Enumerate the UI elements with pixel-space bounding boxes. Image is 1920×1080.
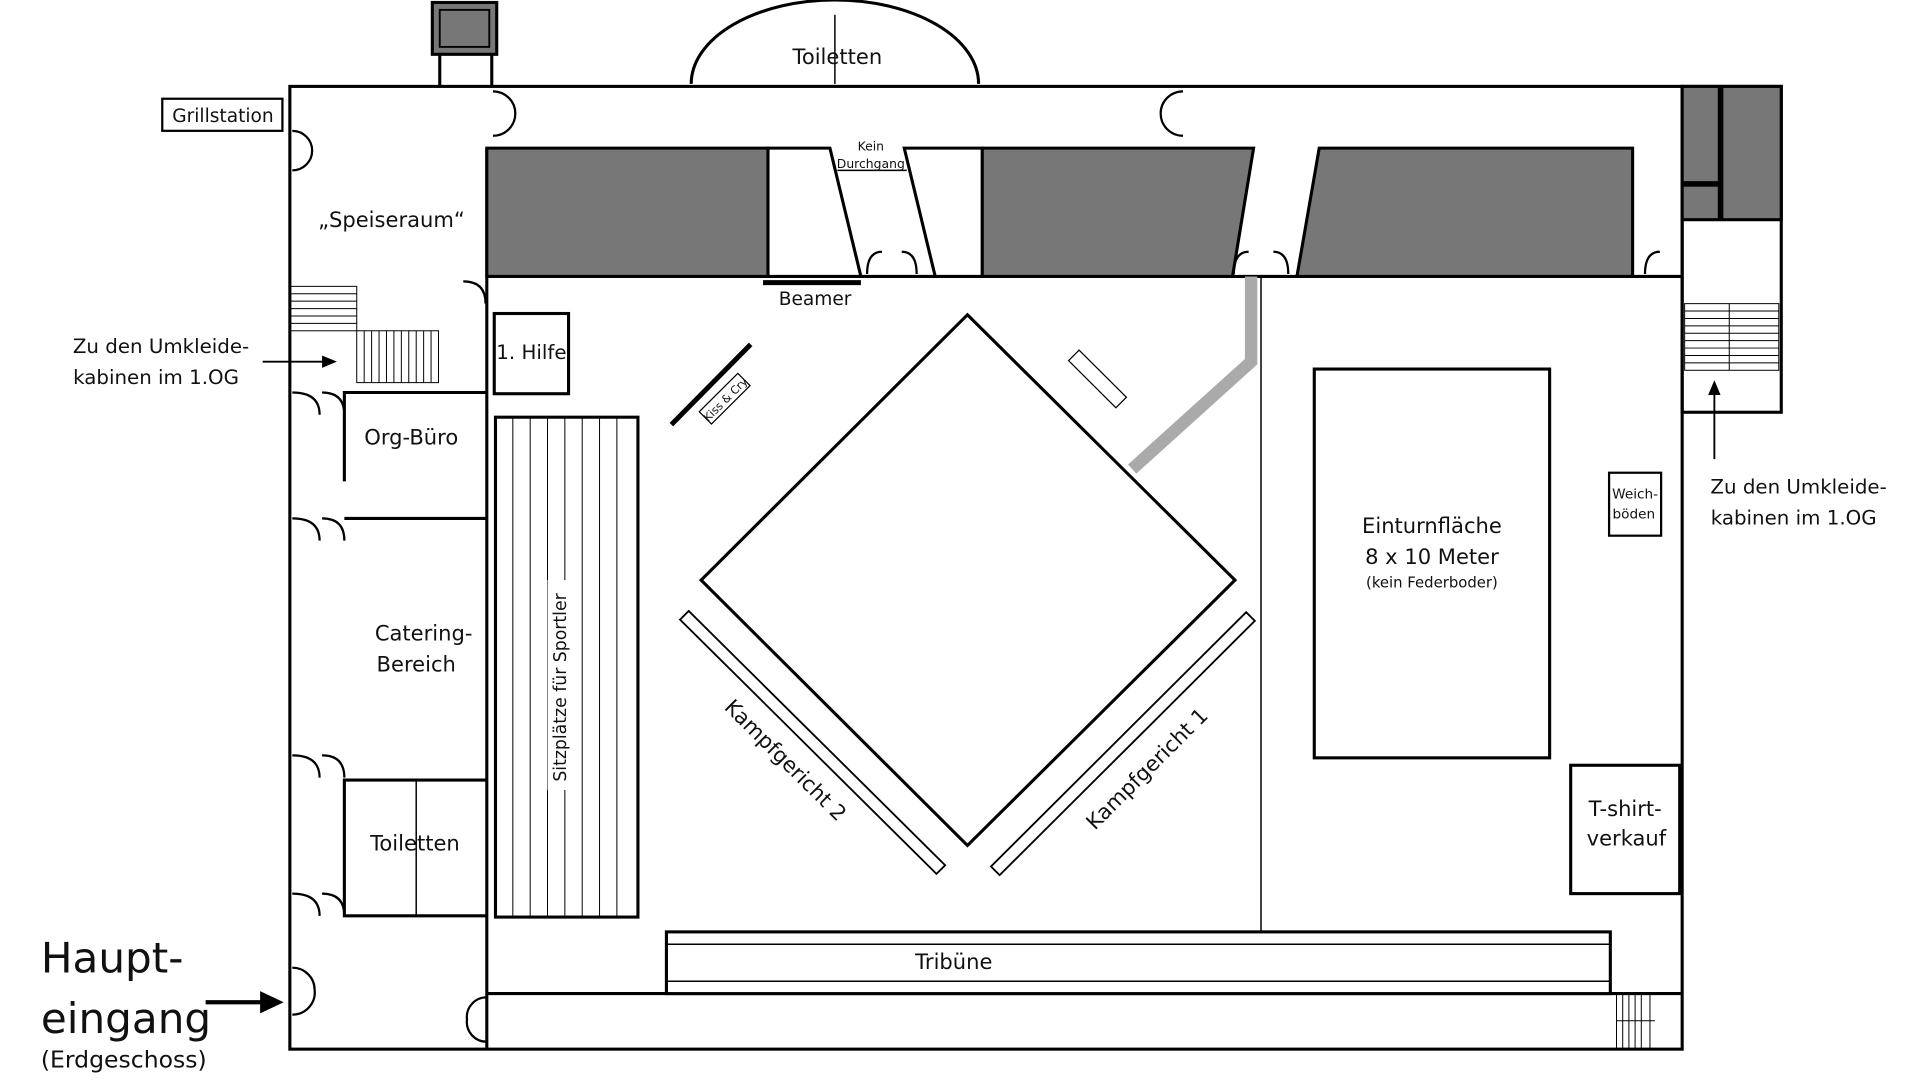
grandstand-label: Tribüne bbox=[914, 949, 992, 974]
arrow-right-icon bbox=[322, 355, 337, 368]
toilets-left-label: Toiletten bbox=[369, 830, 460, 855]
toilets-top: Toiletten bbox=[689, 0, 981, 84]
tshirt-label-2: verkauf bbox=[1587, 826, 1667, 851]
competition-floor bbox=[698, 312, 1238, 848]
athlete-seating: Sitzplätze für Sportler bbox=[493, 415, 640, 919]
speiseraum-label: „Speiseraum“ bbox=[318, 207, 465, 232]
soft-mats-label-1: Weich- bbox=[1612, 487, 1658, 503]
door-symbols bbox=[292, 90, 1660, 1043]
grandstand: Tribüne bbox=[664, 930, 1612, 996]
small-equipment bbox=[1067, 349, 1128, 409]
grillstation: Grillstation bbox=[161, 97, 284, 132]
beamer: Beamer bbox=[763, 280, 861, 310]
umkleide-right-line2: kabinen im 1.OG bbox=[1711, 507, 1877, 530]
kiss-and-cry: Kiss & Cry bbox=[669, 342, 753, 427]
kiss-cry-label: Kiss & Cry bbox=[701, 375, 751, 424]
org-buero: Org-Büro bbox=[342, 390, 487, 520]
seating-label: Sitzplätze für Sportler bbox=[551, 592, 571, 781]
catering-label-1: Catering- bbox=[375, 621, 473, 646]
org-buero-label: Org-Büro bbox=[364, 424, 458, 449]
stairs-left bbox=[289, 285, 439, 384]
grillstation-label: Grillstation bbox=[172, 106, 273, 127]
warmup-label-2: 8 x 10 Meter bbox=[1365, 544, 1499, 569]
tshirt-label-1: T-shirt- bbox=[1588, 796, 1662, 821]
annotation-right-changing: Zu den Umkleide- kabinen im 1.OG bbox=[1708, 380, 1887, 530]
main-entrance-line2: eingang bbox=[41, 994, 211, 1043]
warmup-label-3: (kein Federboder) bbox=[1366, 575, 1498, 592]
catering-label-2: Bereich bbox=[377, 651, 456, 676]
annotation-left-changing: Zu den Umkleide- kabinen im 1.OG bbox=[73, 335, 337, 389]
building-outline bbox=[288, 84, 1684, 1051]
right-stair-block bbox=[1680, 84, 1783, 414]
soft-mats: Weich- böden bbox=[1607, 471, 1663, 537]
main-entrance-line3: (Erdgeschoss) bbox=[41, 1046, 207, 1074]
beamer-label: Beamer bbox=[779, 289, 852, 310]
durchgang-label: Durchgang bbox=[837, 157, 905, 171]
chimney bbox=[430, 0, 499, 87]
first-aid: 1. Hilfe bbox=[492, 311, 571, 396]
umkleide-left-line1: Zu den Umkleide- bbox=[73, 335, 249, 358]
warmup-area: Einturnfläche 8 x 10 Meter (kein Federbo… bbox=[1312, 367, 1552, 760]
top-rooms: Kein Durchgang bbox=[485, 140, 1635, 279]
arrow-up-icon bbox=[1708, 380, 1721, 395]
kein-label: Kein bbox=[858, 140, 884, 154]
stairs-bottom bbox=[1616, 993, 1655, 1050]
first-aid-label: 1. Hilfe bbox=[496, 341, 566, 364]
catering-area: Catering- Bereich bbox=[375, 621, 473, 677]
warmup-label-1: Einturnfläche bbox=[1362, 513, 1502, 538]
umkleide-right-line1: Zu den Umkleide- bbox=[1710, 476, 1886, 499]
tshirt-sales: T-shirt- verkauf bbox=[1569, 763, 1682, 896]
walkway-path bbox=[1128, 276, 1258, 474]
umkleide-left-line2: kabinen im 1.OG bbox=[73, 366, 239, 389]
arrow-right-icon bbox=[260, 991, 284, 1014]
soft-mats-label-2: böden bbox=[1613, 506, 1656, 522]
annotation-main-entrance: Haupt- eingang (Erdgeschoss) bbox=[41, 934, 284, 1074]
toilets-top-label: Toiletten bbox=[792, 44, 883, 69]
toilets-left: Toiletten bbox=[342, 778, 487, 918]
main-entrance-line1: Haupt- bbox=[41, 934, 184, 983]
stairs-right bbox=[1684, 303, 1780, 371]
